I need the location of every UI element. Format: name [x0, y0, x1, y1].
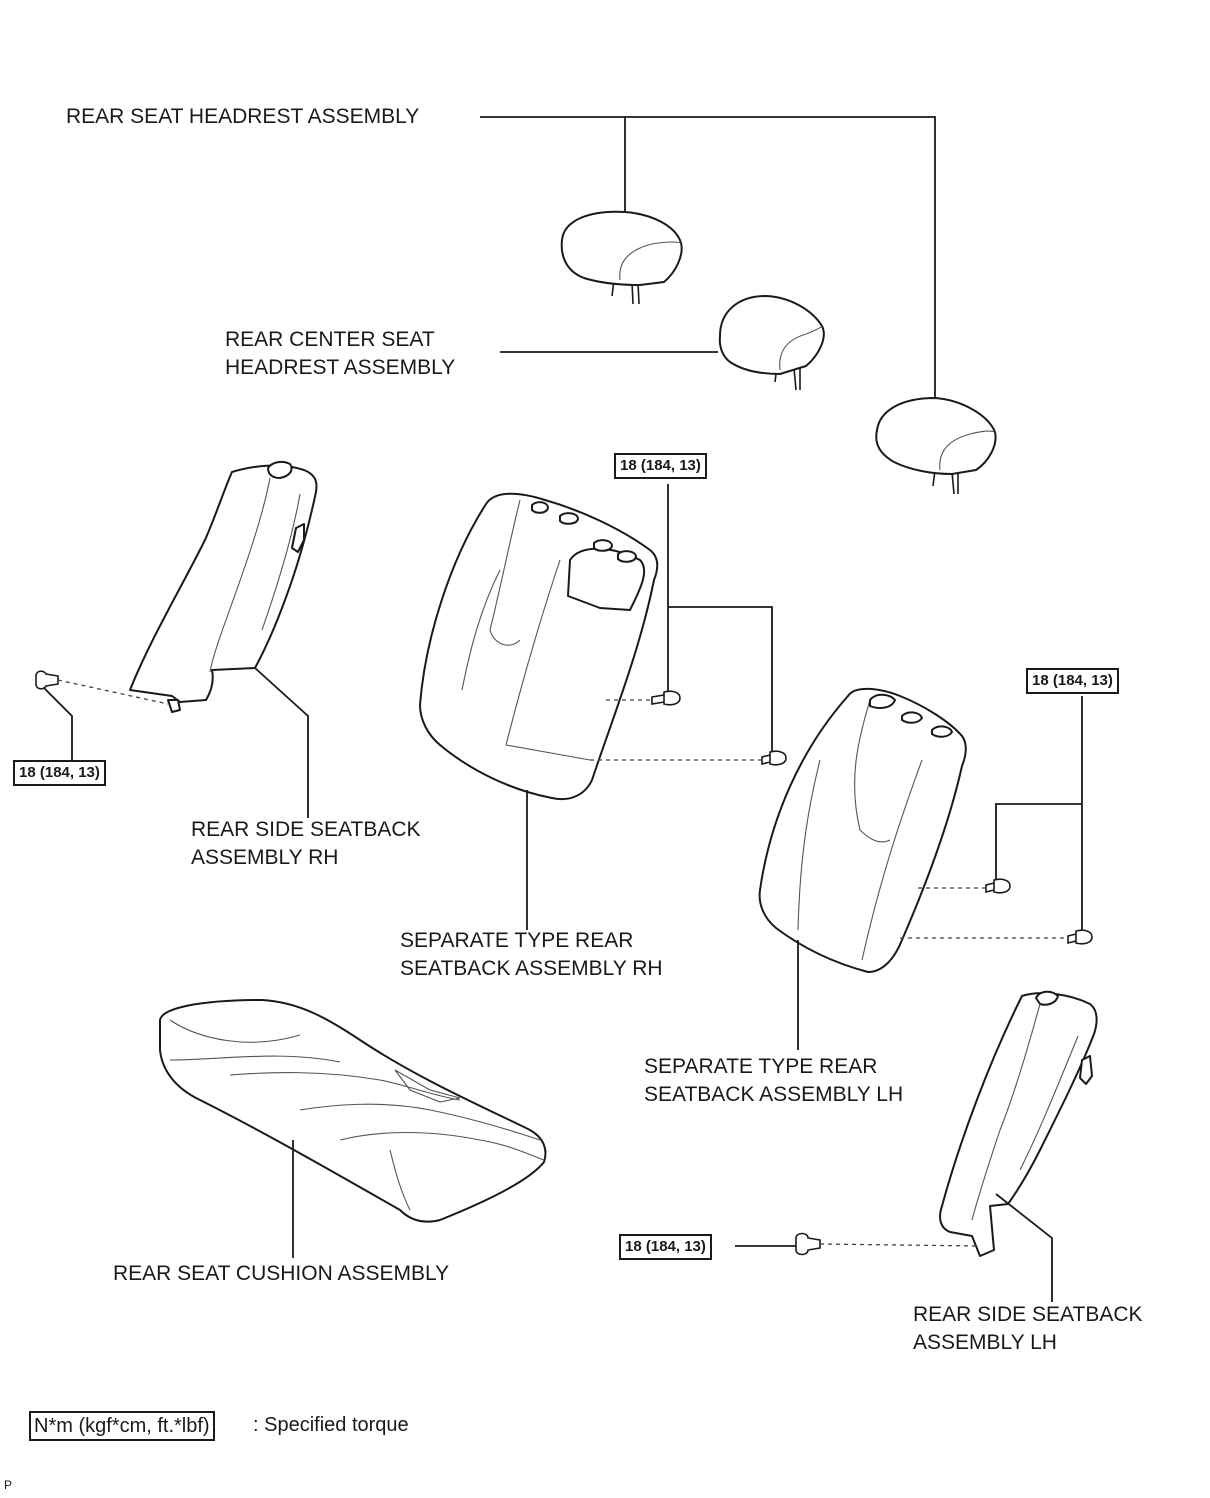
rh-side-bolt — [35, 667, 309, 818]
label-rear-side-seatback-rh: REAR SIDE SEATBACK ASSEMBLY RH — [191, 818, 421, 869]
rear-seat-cushion — [159, 999, 547, 1258]
rh-seatback-bolts — [526, 484, 787, 930]
separate-seatback-lh — [758, 687, 967, 973]
headrest-leader-lines — [480, 116, 936, 400]
torque-box-lh-side: 18 (184, 13) — [619, 1234, 712, 1260]
label-separate-seatback-lh: SEPARATE TYPE REAR SEATBACK ASSEMBLY LH — [644, 1055, 904, 1106]
rear-seat-headrest-rh — [560, 210, 683, 305]
lh-seatback-bolts — [797, 696, 1093, 1050]
label-rear-center-seat-headrest: REAR CENTER SEAT HEADREST ASSEMBLY — [225, 328, 456, 379]
legend-description: : Specified torque — [253, 1414, 409, 1436]
separate-seatback-rh — [419, 492, 659, 800]
corner-mark: P — [4, 1478, 13, 1492]
torque-box-rh-seatback: 18 (184, 13) — [614, 453, 707, 479]
rear-center-seat-headrest — [718, 295, 825, 391]
legend-unit-box: N*m (kgf*cm, ft.*lbf) — [29, 1411, 215, 1441]
rear-side-seatback-lh — [939, 990, 1098, 1257]
label-separate-seatback-rh: SEPARATE TYPE REAR SEATBACK ASSEMBLY RH — [400, 929, 663, 980]
rear-side-seatback-rh — [129, 460, 318, 713]
label-rear-side-seatback-lh: REAR SIDE SEATBACK ASSEMBLY LH — [913, 1303, 1143, 1354]
label-rear-seat-cushion: REAR SEAT CUSHION ASSEMBLY — [113, 1262, 450, 1285]
lh-side-bolt — [735, 1193, 1053, 1302]
rear-seat-headrest-lh — [875, 397, 997, 495]
torque-box-lh-seatback: 18 (184, 13) — [1026, 668, 1119, 694]
label-rear-seat-headrest: REAR SEAT HEADREST ASSEMBLY — [66, 105, 420, 128]
torque-box-rh-side: 18 (184, 13) — [13, 760, 106, 786]
